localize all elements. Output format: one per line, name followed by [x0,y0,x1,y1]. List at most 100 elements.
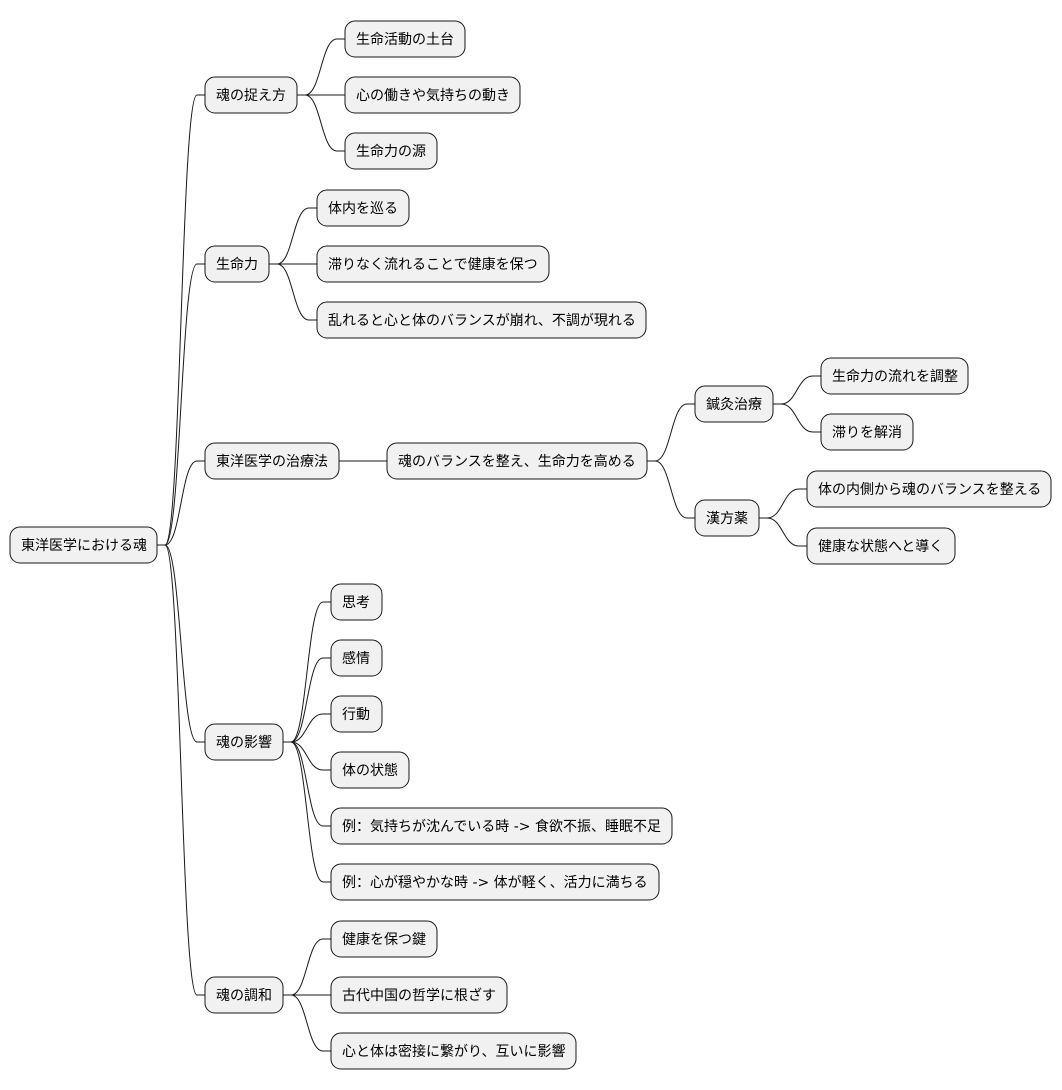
node-root-children-0: 魂の捉え方 [204,76,298,114]
edge-root-children-2-children-0-children-1-children-0 [759,488,807,519]
node-label: 魂の捉え方 [216,88,286,104]
node-root-children-3-children-0: 思考 [330,583,383,621]
node-label: 古代中国の哲学に根ざす [342,987,496,1004]
node-root-children-1-children-0: 体内を巡る [316,189,410,227]
node-root-children-4-children-0: 健康を保つ鍵 [330,920,438,958]
edge-root-children-4-children-2 [283,994,331,1052]
node-label: 行動 [342,707,370,723]
edge-root-children-2-children-0-children-0-children-1 [773,403,821,433]
node-root-children-4: 魂の調和 [204,976,284,1014]
node-label: 健康な状態へと導く [818,538,943,555]
node-box [330,583,383,621]
node-box [316,189,410,227]
edge-root-children-3-children-1 [283,657,331,743]
node-root-children-2: 東洋医学の治療法 [204,442,340,480]
node-box [344,76,521,114]
edge-root-children-2-children-0-children-1-children-1 [759,517,807,547]
edge-root-children-3 [157,544,205,743]
node-root-children-2-children-0-children-1-children-0: 体の内側から魂のバランスを整える [806,470,1052,508]
node-label: 鍼灸治療 [706,396,762,413]
node-root: 東洋医学における魂 [9,526,158,564]
node-label: 生命力の流れを調整 [832,368,958,385]
node-root-children-1-children-1: 滞りなく流れることで健康を保つ [316,245,550,283]
nodes: 東洋医学における魂 魂の捉え方 生命活動の土台心の働きや気持ちの動き生命力の源生命力… [9,20,1052,1070]
edge-root-children-1 [157,263,205,546]
node-box [204,442,340,480]
node-box [204,976,284,1014]
node-label: 漢方薬 [706,511,748,527]
node-box [344,132,438,170]
node-box [694,385,774,423]
node-box [330,976,508,1014]
edge-root-children-3-children-2 [283,713,331,743]
node-root-children-3-children-5: 例：心が穏やかな時 -> 体が軽く、活力に満ちる [330,863,660,901]
node-root-children-2-children-0-children-0: 鍼灸治療 [694,385,774,423]
node-box [806,527,956,565]
node-label: 生命力の源 [356,143,426,160]
node-label: 例：心が穏やかな時 -> 体が軽く、活力に満ちる [342,875,648,891]
node-box [204,76,298,114]
edge-root-children-1-children-0 [269,207,317,265]
node-root-children-3-children-1: 感情 [330,639,383,677]
node-root-children-1: 生命力 [204,245,270,283]
node-root-children-2-children-0-children-1: 漢方薬 [694,499,760,537]
node-box [806,470,1052,508]
edge-root-children-0 [157,94,205,546]
node-label: 心と体は密接に繋がり、互いに影響 [342,1043,565,1060]
node-label: 魂のバランスを整え、生命力を高める [398,453,636,470]
node-label: 東洋医学の治療法 [216,453,328,470]
node-box [330,920,438,958]
node-label: 心の働きや気持ちの動き [356,88,510,104]
node-label: 生命力 [216,256,258,273]
edge-root-children-3-children-3 [283,741,331,771]
node-box [330,751,410,789]
node-root-children-4-children-1: 古代中国の哲学に根ざす [330,976,508,1014]
node-root-children-2-children-0: 魂のバランスを整え、生命力を高める [386,442,648,480]
edges [157,38,821,1052]
node-box [330,807,673,845]
node-box [330,1032,577,1070]
node-root-children-0-children-1: 心の働きや気持ちの動き [344,76,521,114]
node-label: 感情 [342,650,370,667]
node-label: 体の状態 [342,763,398,779]
node-label: 体の内側から魂のバランスを整える [818,482,1041,498]
edge-root-children-1-children-2 [269,263,317,321]
node-box [694,499,760,537]
edge-root-children-2-children-0-children-0-children-0 [773,375,821,405]
edge-root-children-2-children-0-children-0 [647,403,695,462]
node-root-children-3-children-3: 体の状態 [330,751,410,789]
edge-root-children-3-children-0 [283,601,331,743]
node-label: 例：気持ちが沈んでいる時 -> 食欲不振、睡眠不足 [342,818,661,835]
node-box [316,301,647,339]
edge-root-children-0-children-2 [297,94,345,152]
node-label: 魂の調和 [216,988,272,1004]
edge-root-children-4 [157,544,205,996]
edge-root-children-2 [157,460,205,546]
node-label: 滞りを解消 [832,425,902,441]
node-root-children-2-children-0-children-0-children-0: 生命力の流れを調整 [820,357,969,395]
node-root-children-0-children-2: 生命力の源 [344,132,438,170]
node-box [386,442,648,480]
node-box [204,245,270,283]
edge-root-children-2-children-0-children-1 [647,460,695,519]
edge-root-children-3-children-5 [283,741,331,883]
node-box [330,695,383,733]
node-root-children-1-children-2: 乱れると心と体のバランスが崩れ、不調が現れる [316,301,647,339]
node-label: 滞りなく流れることで健康を保つ [328,256,538,273]
node-label: 健康を保つ鍵 [342,931,426,948]
node-box [330,639,383,677]
node-box [204,723,284,761]
node-root-children-3-children-4: 例：気持ちが沈んでいる時 -> 食欲不振、睡眠不足 [330,807,673,845]
node-box [820,357,969,395]
edge-root-children-0-children-0 [297,38,345,96]
node-root-children-0-children-0: 生命活動の土台 [344,20,466,58]
node-box [820,413,914,451]
node-label: 魂の影響 [216,734,272,751]
node-box [330,863,660,901]
node-root-children-2-children-0-children-1-children-1: 健康な状態へと導く [806,527,956,565]
node-label: 乱れると心と体のバランスが崩れ、不調が現れる [328,313,636,329]
node-box [9,526,158,564]
edge-root-children-4-children-0 [283,938,331,996]
node-label: 思考 [342,595,370,611]
